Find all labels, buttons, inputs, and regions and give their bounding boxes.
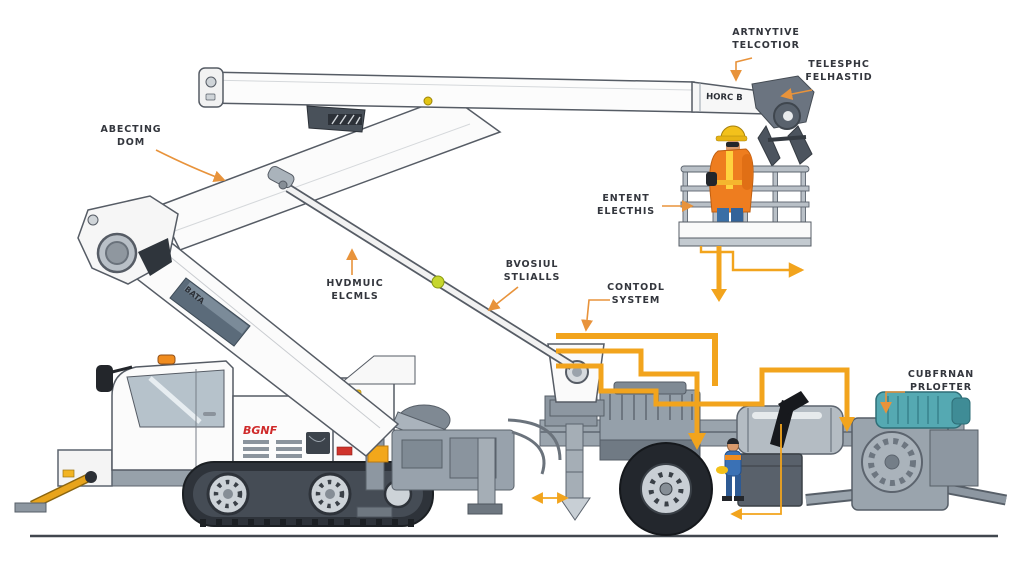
label-line: STLIALLS bbox=[503, 271, 561, 283]
rear-chassis bbox=[539, 381, 965, 536]
label-line: CONTODL bbox=[607, 282, 665, 293]
label-connectors bbox=[155, 57, 905, 414]
label-line: ENTENT bbox=[602, 193, 650, 204]
label-line: DOM bbox=[116, 136, 146, 148]
worker-figure bbox=[706, 125, 754, 234]
label-line: ELCMLS bbox=[331, 290, 379, 302]
bucket-platform bbox=[678, 125, 812, 247]
elbow-joint bbox=[77, 195, 179, 285]
exhaust-stack-icon bbox=[770, 391, 809, 448]
label-outrigger: BVOSIUL STLIALLS bbox=[472, 259, 592, 285]
label-control-system: CONTODL SYSTEM bbox=[576, 282, 696, 308]
track-wheel bbox=[308, 472, 352, 516]
truck-cab bbox=[96, 354, 234, 471]
truck-body-marking: BGNF bbox=[243, 424, 278, 437]
side-mirror bbox=[96, 365, 113, 392]
label-platform: ENTENT ELECTHIS bbox=[566, 193, 686, 219]
tool-box bbox=[737, 453, 803, 507]
label-line: BVOSIUL bbox=[505, 259, 559, 270]
label-line: ARTNYTIVE bbox=[732, 27, 800, 38]
electric-motor bbox=[875, 391, 971, 429]
label-line: ABECTING bbox=[100, 124, 162, 135]
mechanic-figure bbox=[716, 438, 744, 501]
label-line: TELCOTIOR bbox=[732, 39, 800, 51]
jib-mechanism bbox=[751, 75, 815, 167]
label-line: TELESPHC bbox=[808, 59, 870, 70]
label-hydraulic: HVDMUIC ELCMLS bbox=[295, 278, 415, 304]
label-articulating-boom: ABECTING DOM bbox=[71, 124, 191, 150]
label-line: FELHASTID bbox=[805, 71, 873, 83]
leveling-link bbox=[267, 165, 575, 370]
control-harness bbox=[531, 246, 855, 520]
label-line: HVDMUIC bbox=[326, 278, 384, 289]
boom-assembly bbox=[77, 67, 815, 457]
label-line: SYSTEM bbox=[611, 294, 661, 306]
label-line: ELECTHIS bbox=[596, 205, 655, 217]
label-telescope: TELESPHC FELHASTID bbox=[779, 59, 899, 85]
front-outrigger bbox=[14, 471, 97, 513]
label-line: CUBFRNAN bbox=[907, 369, 975, 380]
fuel-tank bbox=[736, 405, 844, 455]
label-line: PRLOFTER bbox=[909, 381, 973, 393]
telescopic-boom bbox=[198, 67, 769, 133]
boom-tip-marking: HORC B bbox=[706, 92, 743, 103]
track-wheel bbox=[206, 472, 250, 516]
label-engine-unit: CUBFRNAN PRLOFTER bbox=[881, 369, 1001, 395]
beacon-light bbox=[157, 354, 176, 365]
rear-engine-unit bbox=[805, 391, 1008, 511]
rear-wheel bbox=[619, 442, 713, 536]
label-jib: ARTNYTIVE TELCOTIOR bbox=[706, 27, 826, 53]
